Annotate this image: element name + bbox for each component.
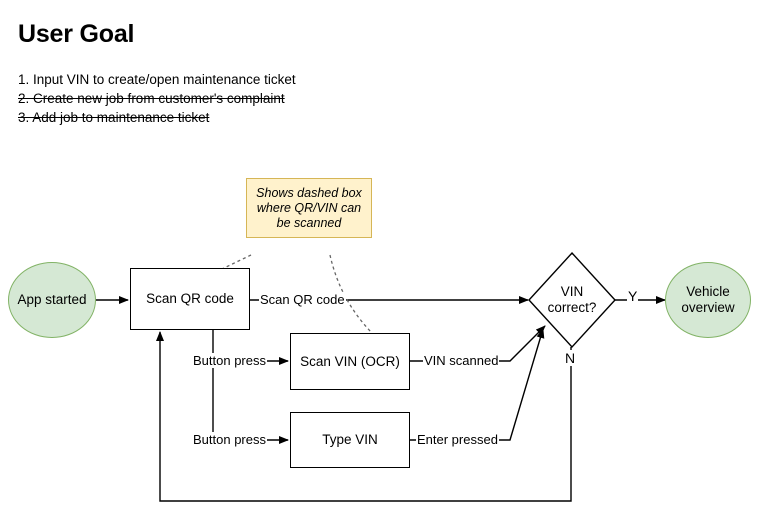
- node-scan-qr-code[interactable]: Scan QR code: [130, 268, 250, 330]
- edge-label-scan-qr-code: Scan QR code: [259, 292, 346, 307]
- node-vin-correct-decision-label: VIN correct?: [527, 284, 617, 316]
- node-vehicle-overview-label-line-2: overview: [681, 300, 735, 315]
- node-vehicle-overview-label-line-1: Vehicle: [686, 284, 730, 299]
- node-scan-qr-code-label: Scan QR code: [146, 291, 234, 306]
- node-vin-correct-decision[interactable]: [527, 251, 617, 349]
- edge-label-button-press-ocr: Button press: [192, 353, 267, 368]
- decision-label-line-2: correct?: [547, 300, 597, 315]
- edge-typevin-to-decision: [410, 328, 545, 441]
- note-box: Shows dashed box where QR/VIN can be sca…: [246, 178, 372, 238]
- node-app-started-label: App started: [17, 292, 87, 307]
- node-type-vin[interactable]: Type VIN: [290, 412, 410, 468]
- goal-item-3: 3. Add job to maintenance ticket: [18, 110, 210, 125]
- goal-item-2: 2. Create new job from customer's compla…: [18, 91, 285, 106]
- goal-list: 1. Input VIN to create/open maintenance …: [18, 70, 296, 127]
- edge-label-button-press-type: Button press: [192, 432, 267, 447]
- edge-decision-n-return: [156, 331, 572, 502]
- node-scan-vin-ocr-label: Scan VIN (OCR): [300, 353, 400, 369]
- edge-note-to-scanqr-dashed: [221, 254, 252, 270]
- node-app-started[interactable]: App started: [8, 262, 96, 338]
- edge-label-no-branch: N: [564, 350, 577, 366]
- goal-item-1: 1. Input VIN to create/open maintenance …: [18, 72, 296, 87]
- node-type-vin-label: Type VIN: [322, 432, 378, 447]
- edge-label-enter-pressed: Enter pressed: [416, 432, 499, 447]
- page-title: User Goal: [18, 20, 135, 48]
- node-vehicle-overview[interactable]: Vehicle overview: [665, 262, 751, 338]
- edge-label-yes-branch: Y: [627, 288, 639, 304]
- node-scan-vin-ocr[interactable]: Scan VIN (OCR): [290, 333, 410, 390]
- decision-label-line-1: VIN: [560, 284, 584, 299]
- edge-label-vin-scanned: VIN scanned: [423, 353, 500, 368]
